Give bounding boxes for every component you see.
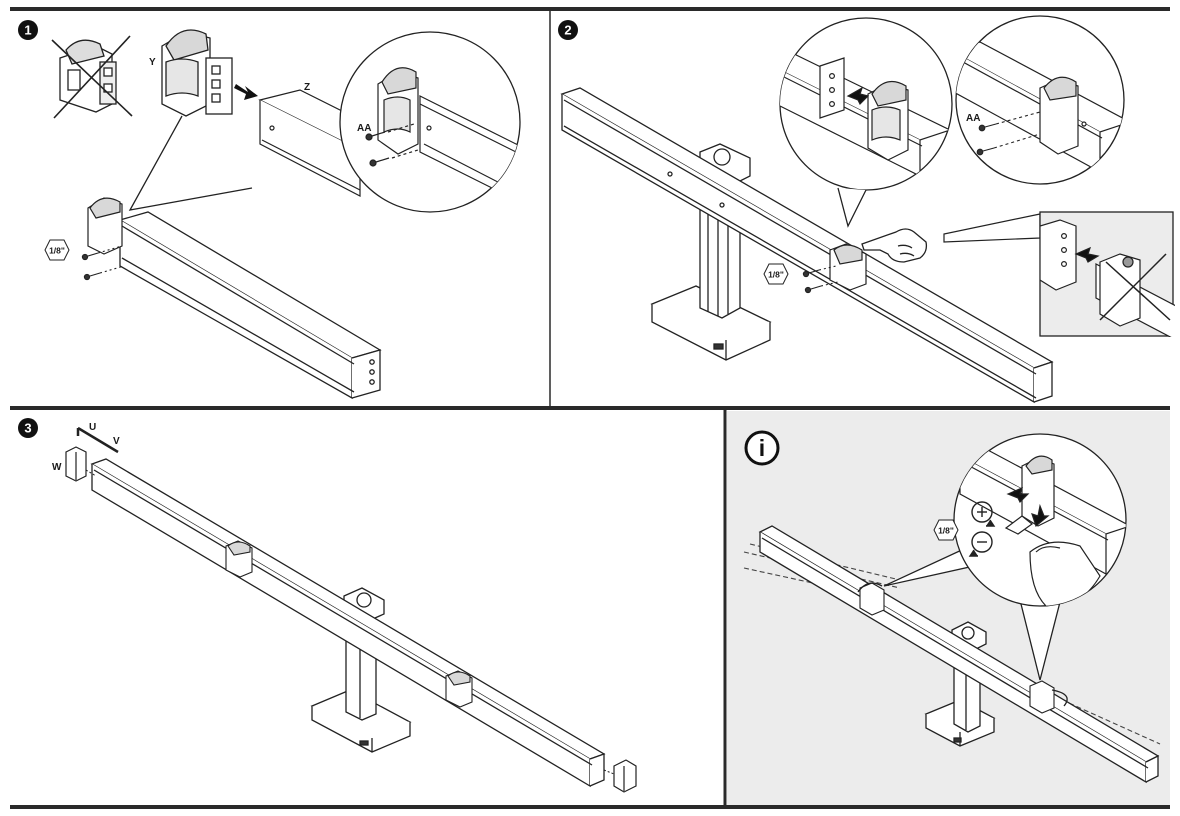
loosen-icon (968, 531, 993, 557)
label-z: Z (304, 82, 310, 93)
step-2-number: 2 (564, 23, 571, 38)
step-2-screws-aa (976, 111, 1041, 156)
step-1-zoom-detail (377, 67, 520, 212)
step-3-badge: 3 (18, 418, 38, 438)
step-3-joint-cap-2 (445, 670, 473, 708)
info-zoom-detail (958, 447, 1126, 606)
label-v: V (113, 436, 120, 447)
step-3-panel: 3 (18, 418, 637, 793)
end-cap-y (161, 29, 233, 117)
info-hex-key-size: 1/8" (938, 526, 954, 536)
info-panel: i (743, 430, 1161, 784)
tighten-icon (971, 501, 996, 527)
info-icon-letter: i (759, 435, 765, 461)
label-y: Y (149, 57, 156, 68)
step-3-number: 3 (24, 421, 31, 436)
step-1-rail (118, 211, 382, 400)
hex-key-badge: 1/8" (44, 239, 70, 261)
step-1-number: 1 (24, 23, 31, 38)
step-3-beam (90, 458, 606, 788)
step-2-label-aa: AA (966, 113, 980, 124)
insert-arrow (234, 84, 258, 100)
step-2-joint-cap (829, 243, 867, 291)
end-cap-right-dash (603, 769, 615, 775)
info-joint-left (859, 582, 885, 616)
pointing-hand-icon (861, 228, 928, 263)
step-2-beam (560, 87, 1054, 404)
label-u: U (89, 422, 96, 433)
step-2-screws (802, 265, 839, 294)
screws-aa (365, 123, 419, 167)
info-icon: i (744, 430, 780, 466)
step-2-panel: 2 (558, 15, 1175, 404)
step-1-screws (81, 245, 125, 281)
wrong-orientation-end-cap (51, 35, 133, 119)
hex-key-size: 1/8" (49, 246, 65, 256)
step-1-panel: 1 Y (18, 20, 521, 400)
label-aa: AA (357, 123, 371, 134)
end-piece-w-dash (85, 469, 97, 477)
rotate-arrow-left-icon (857, 582, 883, 593)
step-2-inset-detail (1040, 219, 1175, 337)
step-3-joint-cap-1 (225, 540, 253, 578)
step-2-badge: 2 (558, 20, 578, 40)
step-2-zoom-a-detail (780, 51, 952, 177)
step-1-end-cap (87, 197, 123, 255)
info-joint-right (1029, 680, 1055, 714)
page-frame (10, 7, 1170, 809)
step-2-hex-key-size: 1/8" (768, 270, 784, 280)
info-beam (758, 525, 1160, 784)
end-piece-w (65, 446, 87, 482)
end-cap-right (613, 759, 637, 793)
step-1-badge: 1 (18, 20, 38, 40)
rotate-arrow-right-icon (1051, 689, 1068, 707)
info-hex-key-badge: 1/8" (933, 519, 959, 541)
label-w: W (52, 462, 62, 473)
bracket-u-v (77, 426, 119, 454)
step-2-hex-key-badge: 1/8" (763, 263, 789, 285)
